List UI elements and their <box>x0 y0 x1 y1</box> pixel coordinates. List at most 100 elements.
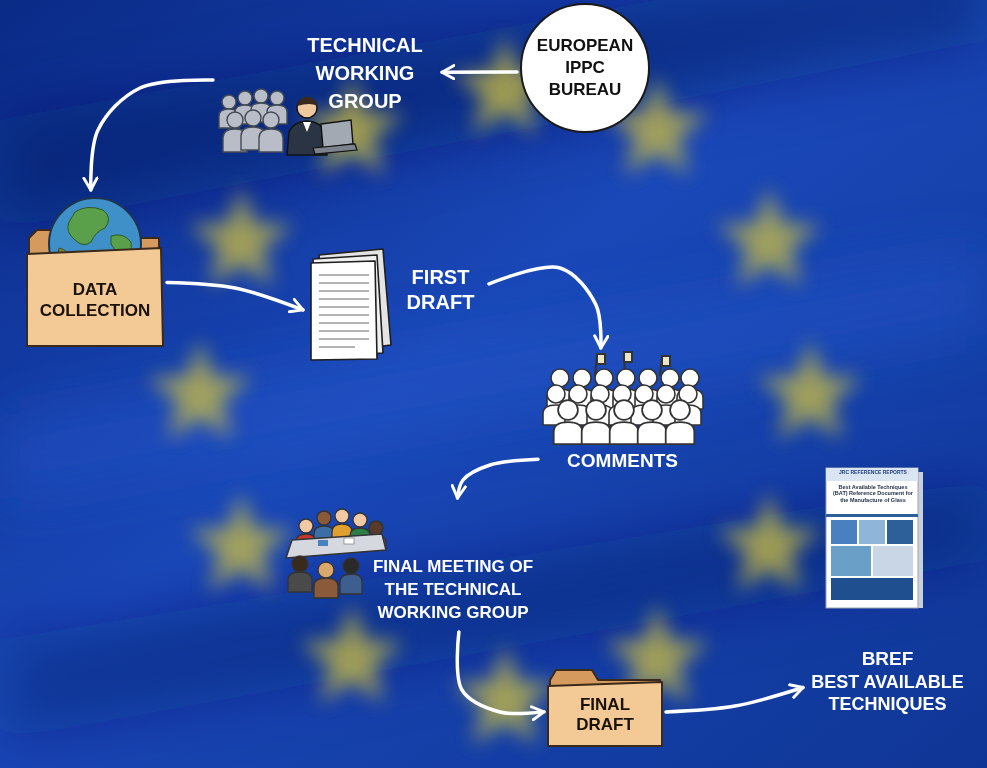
cover-photo <box>887 520 913 544</box>
flag-star <box>148 340 253 439</box>
result-subtitle: BEST AVAILABLE TECHNIQUES <box>805 671 970 716</box>
crowd-people <box>543 369 703 444</box>
flow-arrow <box>489 267 601 348</box>
cover-band <box>826 468 918 481</box>
man-with-laptop <box>303 122 311 132</box>
bureau-circle-shape <box>521 4 649 132</box>
flow-arrow <box>666 687 803 711</box>
bref-node: BREFBEST AVAILABLE TECHNIQUES <box>805 648 974 720</box>
seated-people <box>299 519 313 533</box>
comments-node: COMMENTS <box>540 350 709 480</box>
front-people <box>318 562 334 578</box>
table-items <box>318 540 328 546</box>
group-node: TECHNICAL WORKING GROUP <box>215 28 440 158</box>
seated-people <box>335 509 349 523</box>
cover-photo <box>831 546 871 576</box>
crowd-people <box>582 400 611 444</box>
front-people <box>343 558 359 574</box>
cover-title: Best Available Techniques (BAT) Referenc… <box>831 484 915 503</box>
draft-node: FIRST DRAFT <box>305 245 487 363</box>
step-title: FIRST DRAFT <box>398 265 483 315</box>
people-group <box>227 112 243 128</box>
meeting-node: FINAL MEETING OF THE TECHNICAL WORKING G… <box>278 500 550 630</box>
flow-arrow <box>167 282 303 309</box>
final-folder-shape <box>548 682 662 746</box>
flag-stars <box>148 35 863 744</box>
front-people <box>292 556 308 572</box>
flow-arrow <box>442 70 517 74</box>
flag-star <box>717 187 822 286</box>
folder-title: DATA COLLECTION <box>31 279 159 322</box>
flag-star <box>453 645 558 744</box>
man-with-laptop <box>313 144 357 154</box>
globe-icon <box>68 207 109 244</box>
flow-arrow <box>458 459 538 498</box>
seated-people <box>317 511 331 525</box>
flow-arrow <box>91 80 213 190</box>
flow-arrow <box>457 632 544 714</box>
cover-photo <box>859 520 885 544</box>
crowd-people <box>554 400 583 444</box>
raised-signs <box>624 352 632 362</box>
crowd-people <box>610 400 639 444</box>
data-folder: DATA COLLECTION <box>25 192 165 348</box>
bureau-name: EUROPEAN IPPC BUREAU <box>535 35 635 101</box>
seated-people <box>369 521 383 535</box>
bureau-circle: EUROPEAN IPPC BUREAU <box>519 2 651 134</box>
man-with-laptop <box>321 120 353 148</box>
label-slot: Best Available Techniques (BAT) Referenc… <box>831 484 915 503</box>
data-folder-shape <box>25 192 165 348</box>
crowd-people <box>638 400 667 444</box>
people-group <box>245 110 261 126</box>
final-folder: FINAL DRAFT <box>546 662 664 748</box>
people-group <box>254 89 268 103</box>
front-people <box>340 574 362 594</box>
man-with-laptop <box>297 97 317 106</box>
people-group <box>219 89 287 152</box>
crowd-people <box>666 400 695 444</box>
flag-star <box>758 340 863 439</box>
meeting-table <box>286 534 386 558</box>
cover-stripe <box>826 514 918 517</box>
data-folder-shape <box>27 248 163 346</box>
front-people <box>288 556 362 598</box>
report-cover <box>826 468 923 608</box>
document-stack <box>311 261 377 360</box>
flag-star <box>717 492 822 591</box>
front-people <box>314 578 338 598</box>
flag-star <box>189 492 294 591</box>
document-stack <box>311 249 391 360</box>
table-items <box>318 538 354 546</box>
flag-star <box>189 187 294 286</box>
people-group <box>222 95 236 109</box>
step-title: FINAL MEETING OF THE TECHNICAL WORKING G… <box>363 556 543 625</box>
result-title: BREF <box>805 648 970 671</box>
folder-title: FINAL DRAFT <box>555 695 655 736</box>
connector-group <box>91 72 803 714</box>
seated-people <box>353 513 367 527</box>
raised-signs <box>662 356 670 366</box>
flag-folds <box>0 0 987 740</box>
cover-photo <box>831 578 913 600</box>
table-items <box>344 538 354 544</box>
flag-fold <box>0 0 987 230</box>
cover-photo <box>831 520 857 544</box>
cover-page <box>826 468 918 608</box>
people-group <box>263 112 279 128</box>
front-people <box>288 572 312 592</box>
raised-signs <box>597 354 605 364</box>
document-stack <box>319 275 369 347</box>
people-group <box>270 91 284 105</box>
step-title: COMMENTS <box>540 450 705 473</box>
people-group <box>238 91 252 105</box>
people-group <box>259 129 283 152</box>
cover-photo <box>873 546 913 576</box>
step-title: TECHNICAL WORKING GROUP <box>295 31 435 115</box>
cover-series: JRC REFERENCE REPORTS <box>831 470 915 476</box>
label-slot: JRC REFERENCE REPORTS <box>831 470 915 476</box>
